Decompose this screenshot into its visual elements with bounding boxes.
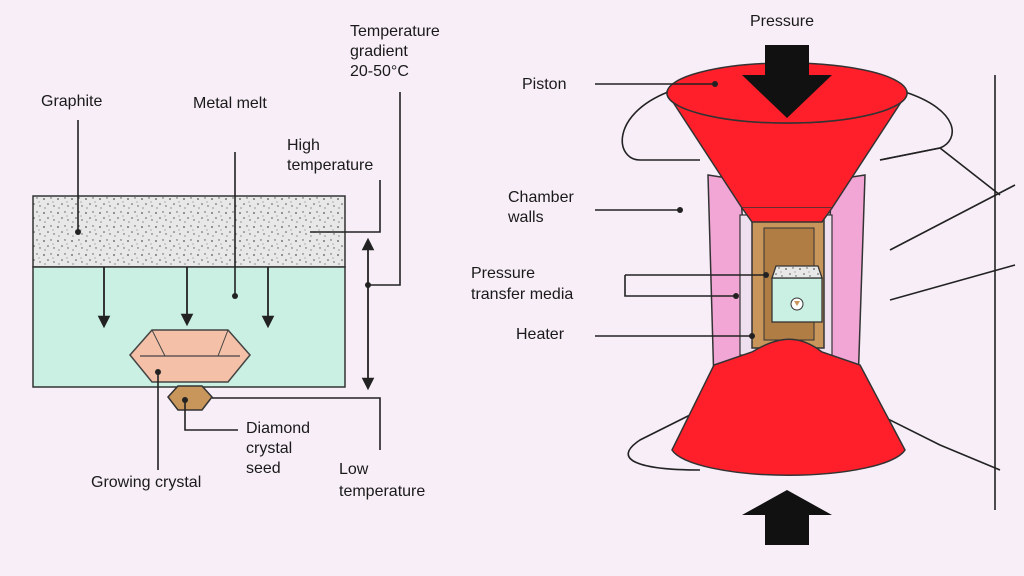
press-frame-right (879, 147, 1001, 196)
sample-capsule (771, 265, 823, 323)
label-graphite: Graphite (41, 93, 102, 110)
label-low-temperature: Low temperature (339, 461, 425, 500)
graphite-layer (32, 195, 346, 268)
leader-low-temp (212, 397, 381, 450)
label-growing-crystal: Growing crystal (91, 474, 201, 491)
growing-crystal (129, 329, 251, 383)
label-heater: Heater (516, 326, 565, 343)
right-diagram: Pressure Piston Chamber walls Pressure t… (471, 13, 1016, 545)
press-frame-top (621, 91, 700, 161)
label-pressure: Pressure (750, 13, 814, 30)
leader-high-temp (310, 180, 381, 233)
label-pressure-transfer-media: Pressure transfer media (471, 265, 573, 303)
diamond-seed (167, 385, 213, 411)
leader-gradient (368, 92, 401, 286)
leader-seed (184, 400, 238, 431)
label-temperature-gradient: Temperature gradient 20-50°C (350, 23, 444, 80)
leader-ptm (624, 275, 736, 297)
label-diamond-seed: Diamond crystal seed (246, 420, 314, 477)
left-diagram: Temperature gradient 20-50°C Graphite Me… (32, 23, 444, 500)
pressure-arrow-bottom (742, 490, 832, 545)
press-frame-bottom-right (869, 409, 1001, 471)
pressure-arrow-top (742, 45, 832, 118)
press-frame-bottom-left (627, 409, 701, 471)
label-metal-melt: Metal melt (193, 95, 267, 112)
label-high-temperature: High temperature (287, 137, 373, 174)
label-chamber-walls: Chamber walls (507, 189, 578, 226)
press-frame-top-right (879, 91, 953, 161)
piston-bottom (671, 338, 906, 476)
piston-top (666, 62, 908, 223)
label-piston: Piston (522, 76, 566, 93)
